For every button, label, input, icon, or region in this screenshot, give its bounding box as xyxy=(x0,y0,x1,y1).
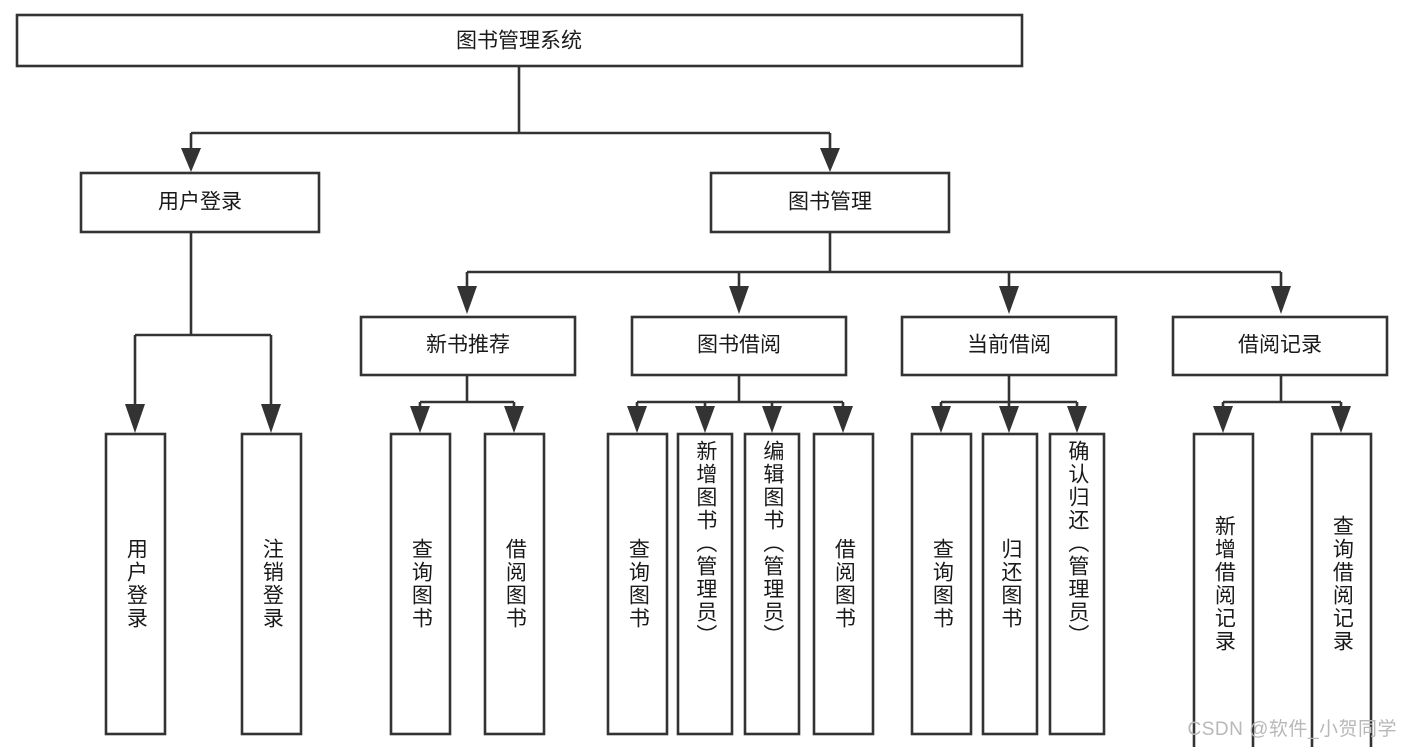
arrow-head-icon xyxy=(999,286,1019,314)
node-book-management-system[interactable]: 图书管理系统 xyxy=(15,13,1024,68)
arrow-head-icon xyxy=(999,406,1019,433)
leaf-label-add-book-admin-wrap: 新增图书（管理员） xyxy=(678,434,732,734)
arrow-head-icon xyxy=(181,148,201,172)
arrow-head-icon xyxy=(457,286,477,314)
leaf-node-query-book-1[interactable] xyxy=(389,432,452,736)
node-user-login[interactable]: 用户登录 xyxy=(79,171,321,234)
leaf-node-add-book-admin[interactable] xyxy=(676,432,734,736)
leaf-label: 确认归还（管理员） xyxy=(1065,440,1089,647)
arrow-head-icon xyxy=(627,406,647,433)
arrow-head-icon xyxy=(833,406,853,433)
leaf-label-user-login-wrap: 用户登录 xyxy=(106,434,165,734)
leaf-label-query-book-3-wrap: 查询图书 xyxy=(912,434,971,734)
arrow-head-icon xyxy=(261,404,281,433)
leaf-node-query-borrow-record[interactable] xyxy=(1310,432,1373,747)
arrow-head-icon xyxy=(729,286,749,314)
connector-root-to-level2 xyxy=(181,66,840,172)
node-label: 新书推荐 xyxy=(426,334,510,357)
leaf-label-query-book-2-wrap: 查询图书 xyxy=(608,434,667,734)
connector-currentborrow-to-leaves xyxy=(931,375,1087,433)
arrow-head-icon xyxy=(762,406,782,433)
connector-bookborrow-to-leaves xyxy=(627,375,853,433)
arrow-head-icon xyxy=(820,148,840,172)
leaf-node-borrow-book-1[interactable] xyxy=(483,432,546,736)
node-label: 图书借阅 xyxy=(697,334,781,357)
leaf-label-query-book-1-wrap: 查询图书 xyxy=(391,434,450,734)
node-book-management[interactable]: 图书管理 xyxy=(709,171,951,234)
leaf-node-user-login[interactable] xyxy=(104,432,167,736)
leaf-label: 借阅图书 xyxy=(503,538,527,630)
arrow-head-icon xyxy=(1271,286,1291,314)
arrow-head-icon xyxy=(504,406,524,433)
leaf-label-add-borrow-record-wrap: 新增借阅记录 xyxy=(1194,434,1253,734)
arrow-head-icon xyxy=(1331,406,1351,433)
leaf-label: 用户登录 xyxy=(124,538,148,630)
leaf-label: 查询图书 xyxy=(626,538,650,630)
watermark-text: CSDN @软件_小贺同学 xyxy=(1187,719,1397,740)
leaf-node-edit-book-admin[interactable] xyxy=(743,432,801,736)
connector-newbook-to-leaves xyxy=(410,375,524,433)
node-label: 用户登录 xyxy=(158,191,242,214)
leaf-label-return-book-wrap: 归还图书 xyxy=(983,434,1037,734)
leaf-label: 编辑图书（管理员） xyxy=(760,440,784,647)
arrow-head-icon xyxy=(1067,406,1087,433)
leaf-label-query-borrow-record-wrap: 查询借阅记录 xyxy=(1312,434,1371,734)
leaf-node-return-book[interactable] xyxy=(981,432,1039,736)
connector-userlogin-to-leaves xyxy=(125,232,281,433)
leaf-node-add-borrow-record[interactable] xyxy=(1192,432,1255,747)
leaf-node-user-logout[interactable] xyxy=(240,432,303,736)
leaf-label: 新增借阅记录 xyxy=(1212,515,1236,653)
leaf-node-borrow-book-2[interactable] xyxy=(812,432,875,736)
leaf-node-query-book-3[interactable] xyxy=(910,432,973,736)
node-borrow-record[interactable]: 借阅记录 xyxy=(1171,315,1389,377)
arrow-head-icon xyxy=(1213,406,1233,433)
node-label: 借阅记录 xyxy=(1238,334,1322,357)
node-label: 图书管理 xyxy=(788,191,872,214)
leaf-label-edit-book-admin-wrap: 编辑图书（管理员） xyxy=(745,434,799,734)
leaf-node-confirm-return-admin[interactable] xyxy=(1048,432,1106,736)
node-label: 当前借阅 xyxy=(967,334,1051,357)
connector-bookmgmt-to-level3 xyxy=(457,232,1291,314)
leaf-label: 查询图书 xyxy=(409,538,433,630)
node-label: 图书管理系统 xyxy=(456,30,582,53)
leaf-label: 归还图书 xyxy=(998,538,1022,630)
arrow-head-icon xyxy=(410,406,430,433)
node-new-book-recommend[interactable]: 新书推荐 xyxy=(359,315,577,377)
leaf-node-query-book-2[interactable] xyxy=(606,432,669,736)
leaf-label-user-logout-wrap: 注销登录 xyxy=(242,434,301,734)
leaf-label: 新增图书（管理员） xyxy=(693,440,717,647)
node-current-borrow[interactable]: 当前借阅 xyxy=(900,315,1118,377)
node-book-borrow[interactable]: 图书借阅 xyxy=(630,315,848,377)
leaf-label: 查询借阅记录 xyxy=(1330,515,1354,653)
arrow-head-icon xyxy=(695,406,715,433)
arrow-head-icon xyxy=(931,406,951,433)
arrow-head-icon xyxy=(125,404,145,433)
leaf-label-borrow-book-2-wrap: 借阅图书 xyxy=(814,434,873,734)
leaf-label-confirm-return-admin-wrap: 确认归还（管理员） xyxy=(1050,434,1104,734)
leaf-label: 借阅图书 xyxy=(832,538,856,630)
leaf-label: 查询图书 xyxy=(930,538,954,630)
leaf-label: 注销登录 xyxy=(260,538,284,630)
connector-borrowrecord-to-leaves xyxy=(1213,375,1351,433)
leaf-label-borrow-book-1-wrap: 借阅图书 xyxy=(485,434,544,734)
